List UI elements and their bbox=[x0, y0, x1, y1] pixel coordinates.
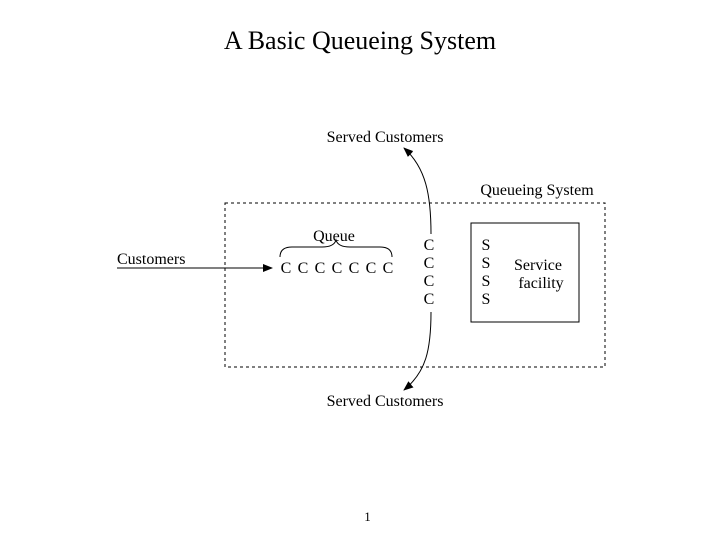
queue-customer-2: C bbox=[315, 260, 326, 277]
service-facility-label-line2: facility bbox=[518, 275, 563, 292]
page-number: 1 bbox=[364, 509, 371, 524]
server-2: S bbox=[482, 273, 491, 290]
service-facility-label-line1: Service bbox=[514, 257, 562, 274]
served-customers-top-label: Served Customers bbox=[327, 129, 444, 146]
served-exit-arrow-top bbox=[403, 147, 432, 235]
served-customers-bottom-label: Served Customers bbox=[327, 393, 444, 410]
customers-label: Customers bbox=[117, 251, 185, 268]
queue-label: Queue bbox=[313, 228, 355, 245]
queue-customer-5: C bbox=[366, 260, 377, 277]
server-0: S bbox=[482, 237, 491, 254]
service-facility-box bbox=[470, 222, 580, 323]
served-exit-arrow-bottom bbox=[403, 311, 432, 391]
queue-customer-3: C bbox=[332, 260, 343, 277]
slide-title: A Basic Queueing System bbox=[223, 26, 497, 55]
served-column-customer-3: C bbox=[424, 291, 435, 308]
server-1: S bbox=[482, 255, 491, 272]
server-3: S bbox=[482, 291, 491, 308]
queue-customer-0: C bbox=[281, 260, 292, 277]
served-column-customer-1: C bbox=[424, 255, 435, 272]
served-column-customer-0: C bbox=[424, 237, 435, 254]
queueing-system-label: Queueing System bbox=[480, 182, 594, 199]
queueing-system-boundary bbox=[224, 202, 606, 368]
queue-customer-4: C bbox=[349, 260, 360, 277]
queue-customer-6: C bbox=[383, 260, 394, 277]
queue-brace bbox=[279, 238, 393, 258]
served-column-customer-2: C bbox=[424, 273, 435, 290]
queue-customer-1: C bbox=[298, 260, 309, 277]
